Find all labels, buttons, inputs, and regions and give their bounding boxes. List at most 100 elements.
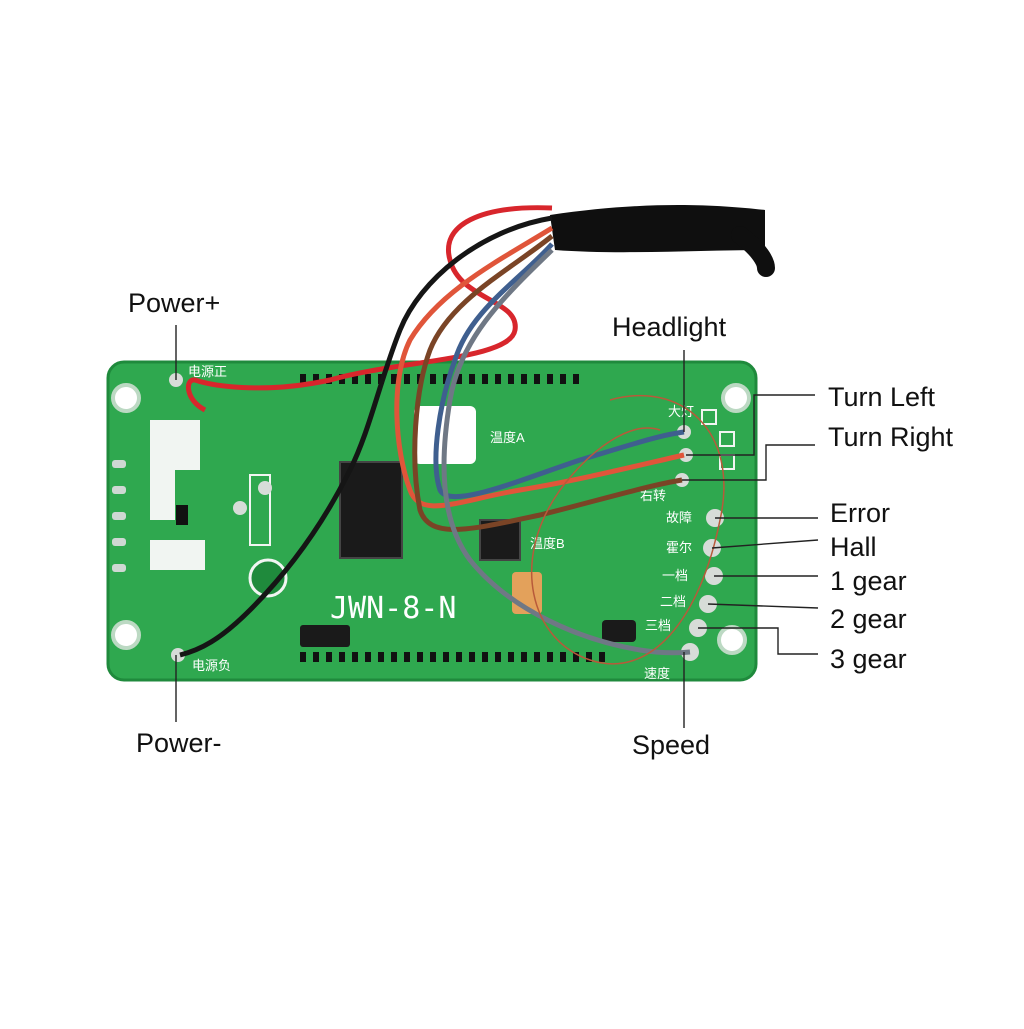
header-pins-bottom [300, 652, 605, 662]
label-error: Error [830, 498, 890, 528]
header-pin [300, 374, 306, 384]
left-edge-pads [112, 460, 126, 572]
header-pin [378, 652, 384, 662]
leader-turn-left [686, 394, 815, 456]
header-pin [547, 652, 553, 662]
header-pin [469, 652, 475, 662]
label-headlight: Headlight [612, 312, 727, 342]
callout-labels: Power+ Power- Headlight Turn Left Turn R… [128, 288, 954, 760]
capacitor-outline [248, 558, 288, 598]
ic-chips [233, 406, 636, 647]
thin-copper-wire [530, 394, 725, 665]
header-pin [404, 652, 410, 662]
mounting-hole-bottom-right [717, 625, 747, 655]
header-pin [599, 652, 605, 662]
header-pin [326, 652, 332, 662]
wire-blue [433, 242, 685, 500]
silk-right-turn: 右转 [640, 488, 666, 503]
wire-gray [441, 248, 691, 656]
label-gear1: 1 gear [830, 566, 907, 596]
label-gear3: 3 gear [830, 644, 907, 674]
header-pin [313, 652, 319, 662]
header-pin [352, 374, 358, 384]
label-gear2: 2 gear [830, 604, 907, 634]
header-pin [482, 374, 488, 384]
leader-gear3 [698, 627, 818, 655]
resistor-outline [249, 474, 271, 546]
leader-gear2 [707, 603, 819, 609]
cable-sheath [550, 205, 765, 253]
header-pin [521, 374, 527, 384]
label-hall: Hall [830, 532, 877, 562]
header-pin [560, 652, 566, 662]
silk-gear2: 二档 [660, 594, 686, 609]
header-pin [417, 652, 423, 662]
silk-power-pos: 电源正 [188, 364, 227, 379]
mounting-hole-top-left [111, 383, 141, 413]
header-pin [352, 652, 358, 662]
label-turn-right: Turn Right [828, 422, 954, 452]
header-pin [521, 652, 527, 662]
wire-red [186, 205, 553, 413]
header-pin [391, 374, 397, 384]
header-pin [573, 652, 579, 662]
header-pin [495, 374, 501, 384]
header-pin [482, 652, 488, 662]
header-pin [547, 374, 553, 384]
header-pin [404, 374, 410, 384]
wire-brown [412, 234, 683, 532]
silk-temp-a: 温度A [490, 430, 525, 445]
header-pin [508, 652, 514, 662]
silk-hall: 霍尔 [666, 540, 692, 555]
board-model-label: JWN-8-N [330, 591, 456, 626]
header-pin [365, 652, 371, 662]
wire-black [179, 215, 553, 658]
cable-bundle [179, 205, 775, 665]
pcb-board: JWN-8-N 电源正 电源负 大灯 温度A 温度B 右转 故障 霍尔 一档 二… [106, 360, 758, 682]
ic-secondary-chip [479, 519, 521, 561]
header-pin [300, 652, 306, 662]
header-pin [443, 374, 449, 384]
leader-hall [711, 539, 819, 549]
header-pin [469, 374, 475, 384]
leader-lines [175, 325, 819, 728]
header-pin [586, 652, 592, 662]
label-turn-left: Turn Left [828, 382, 936, 412]
header-pin [456, 652, 462, 662]
leader-turn-right [682, 444, 815, 481]
right-chip [602, 620, 636, 642]
header-pin [534, 652, 540, 662]
header-pin [365, 374, 371, 384]
silk-speed: 速度 [644, 666, 670, 681]
header-pin [573, 374, 579, 384]
header-pin [495, 652, 501, 662]
header-pin [339, 652, 345, 662]
ic-bottom-chip [300, 625, 350, 647]
header-pin [430, 374, 436, 384]
header-pin [430, 652, 436, 662]
label-power-pos: Power+ [128, 288, 220, 318]
silk-power-neg: 电源负 [192, 658, 231, 673]
mounting-hole-bottom-left [111, 620, 141, 650]
silkscreen-text: JWN-8-N 电源正 电源负 大灯 温度A 温度B 右转 故障 霍尔 一档 二… [188, 364, 694, 681]
silk-fault: 故障 [666, 510, 692, 525]
silk-gear3: 三档 [645, 618, 671, 633]
label-speed: Speed [632, 730, 710, 760]
header-pin [313, 374, 319, 384]
ic-main-chip [339, 461, 403, 559]
silk-headlight: 大灯 [668, 404, 694, 419]
silk-gear1: 一档 [662, 568, 688, 583]
header-pin [456, 374, 462, 384]
header-pin [391, 652, 397, 662]
label-power-neg: Power- [136, 728, 222, 758]
silk-temp-b: 温度B [530, 536, 565, 551]
header-pin [443, 652, 449, 662]
mounting-hole-top-right [721, 383, 751, 413]
header-pin [508, 374, 514, 384]
header-pin [560, 374, 566, 384]
silkscreen-blocks [150, 420, 205, 570]
wire-orange [394, 225, 685, 509]
header-pin [534, 374, 540, 384]
